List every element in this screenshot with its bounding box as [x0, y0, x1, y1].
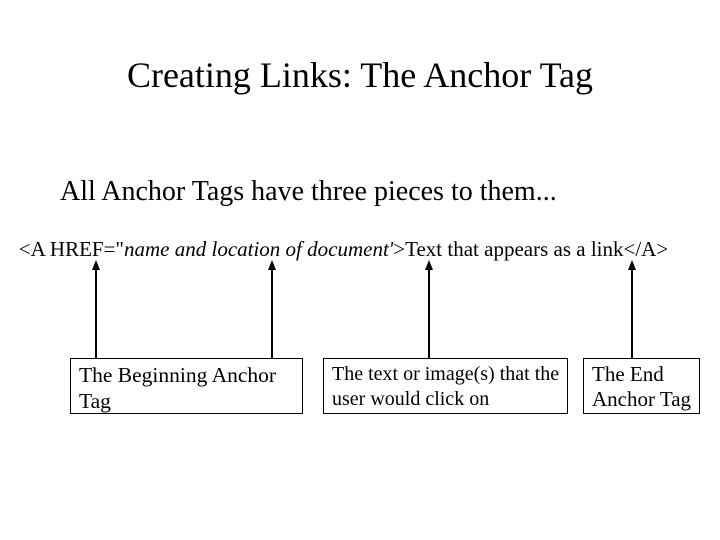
- code-href-value: name and location of document': [124, 237, 394, 261]
- arrow-shaft: [631, 270, 633, 358]
- code-link-text: Text that appears as a link: [405, 237, 624, 261]
- anchor-tag-code-line: <A HREF="name and location of document'>…: [0, 237, 687, 261]
- arrow-shaft: [271, 270, 273, 358]
- arrow-up-to-link-text-icon: [425, 260, 434, 358]
- callout-text-line: Tag: [79, 389, 111, 413]
- arrow-up-to-opening-tag-icon: [92, 260, 101, 358]
- callout-box-end-anchor-tag: The End Anchor Tag: [583, 358, 700, 414]
- arrow-up-to-href-value-icon: [268, 260, 277, 358]
- callout-box-beginning-anchor-tag: The Beginning Anchor Tag: [70, 358, 303, 414]
- callout-text-line: The End: [592, 362, 664, 386]
- arrow-up-to-closing-tag-icon: [628, 260, 637, 358]
- code-opening-tag-prefix: <A HREF=": [18, 237, 124, 261]
- slide-subtitle: All Anchor Tags have three pieces to the…: [60, 176, 557, 207]
- callout-text-line: The Beginning Anchor: [79, 363, 277, 387]
- arrowhead-icon: [268, 260, 276, 270]
- callout-box-link-content: The text or image(s) that the user would…: [323, 358, 568, 414]
- callout-text-line: The text or image(s) that the: [332, 363, 560, 385]
- callout-text-line: user would click on: [332, 388, 490, 410]
- slide-title: Creating Links: The Anchor Tag: [126, 55, 594, 95]
- callout-text-line: Anchor Tag: [592, 387, 692, 411]
- arrowhead-icon: [92, 260, 100, 270]
- code-closing-tag: </A>: [623, 237, 669, 261]
- arrowhead-icon: [628, 260, 636, 270]
- arrow-shaft: [94, 270, 98, 358]
- arrow-shaft: [427, 270, 431, 358]
- arrowhead-icon: [425, 260, 433, 270]
- code-gt: >: [393, 237, 406, 261]
